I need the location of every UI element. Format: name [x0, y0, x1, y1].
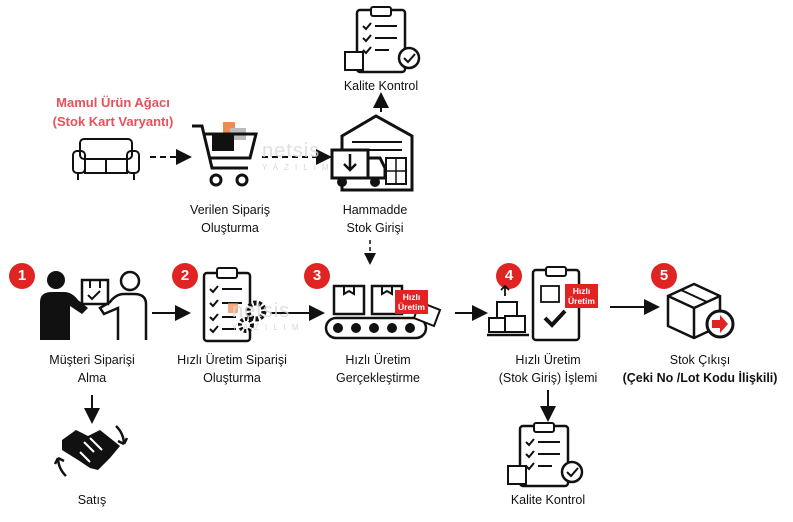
qc-top-label: Kalite Kontrol — [343, 79, 419, 93]
qc-bottom-label: Kalite Kontrol — [510, 493, 586, 507]
handshake-icon — [54, 425, 129, 477]
step5-label: Stok Çıkışı (Çeki No /Lot Kodu İlişkili) — [610, 352, 790, 386]
step5-line2: (Çeki No /Lot Kodu İlişkili) — [622, 371, 778, 385]
watermark-text-2: netsis — [232, 300, 291, 322]
tag4-line2: Üretim — [568, 296, 595, 306]
raw-material-line1: Hammadde — [342, 203, 408, 217]
tag3-line1: Hızlı — [402, 292, 421, 302]
step1-label: Müşteri Siparişi Alma — [30, 352, 154, 386]
step2-line2: Oluşturma — [203, 371, 261, 385]
quality-control-top-icon — [344, 6, 421, 74]
watermark-middle: netsis YAZILIM — [232, 300, 305, 332]
step2-line1: Hızlı Üretim Siparişi — [177, 353, 287, 367]
fast-production-tag-4: Hızlı Üretim — [565, 284, 598, 308]
tag4-line1: Hızlı — [572, 286, 591, 296]
step3-line2: Gerçekleştirme — [335, 371, 421, 385]
order-creation-line1: Verilen Sipariş — [190, 203, 270, 217]
step-badge-4: 4 — [496, 263, 522, 289]
step1-line2: Alma — [77, 371, 107, 385]
step-badge-5: 5 — [651, 263, 677, 289]
raw-material-label: Hammadde Stok Girişi — [320, 202, 430, 236]
step4-line1: Hızlı Üretim — [515, 353, 581, 367]
step-badge-3: 3 — [304, 263, 330, 289]
watermark-text: netsis — [262, 140, 321, 162]
clipboard-gear-icon — [202, 267, 267, 343]
bom-title-line2: (Stok Kart Varyantı) — [52, 114, 174, 129]
watermark-sub: YAZILIM — [262, 163, 335, 172]
order-creation-label: Verilen Sipariş Oluşturma — [170, 202, 290, 236]
sofa-icon — [72, 138, 140, 180]
customer-order-icon — [40, 270, 148, 340]
step4-label: Hızlı Üretim (Stok Giriş) İşlemi — [480, 352, 616, 386]
step-badge-2: 2 — [172, 263, 198, 289]
watermark-sub-2: YAZILIM — [232, 323, 305, 332]
fast-production-tag-3: Hızlı Üretim — [395, 290, 428, 314]
conveyor-icon — [324, 284, 442, 340]
bom-title-line1: Mamul Ürün Ağacı — [56, 95, 170, 110]
cart-icon — [192, 122, 258, 187]
sales-label: Satış — [77, 493, 107, 507]
order-creation-line2: Oluşturma — [201, 221, 259, 235]
step2-label: Hızlı Üretim Siparişi Oluşturma — [164, 352, 300, 386]
step3-label: Hızlı Üretim Gerçekleştirme — [318, 352, 438, 386]
watermark-top: netsis YAZILIM — [262, 140, 335, 172]
quality-control-bottom-icon — [507, 422, 584, 488]
step4-line2: (Stok Giriş) İşlemi — [498, 371, 598, 385]
step1-line1: Müşteri Siparişi — [49, 353, 135, 367]
box-out-icon — [666, 282, 735, 340]
bom-title: Mamul Ürün Ağacı (Stok Kart Varyantı) — [33, 95, 193, 130]
warehouse-truck-icon — [330, 114, 414, 192]
raw-material-line2: Stok Girişi — [346, 221, 404, 235]
tag3-line2: Üretim — [398, 302, 425, 312]
step5-line1: Stok Çıkışı — [669, 353, 731, 367]
step-badge-1: 1 — [9, 263, 35, 289]
step3-line1: Hızlı Üretim — [345, 353, 411, 367]
